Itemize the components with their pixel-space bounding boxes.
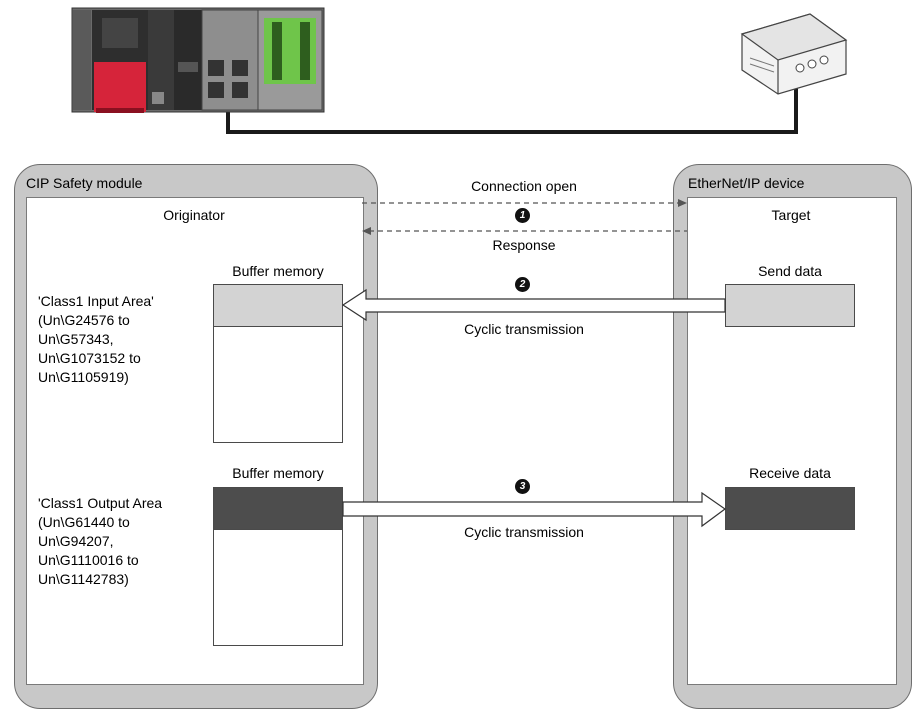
target-area — [687, 197, 897, 685]
class1-output-area-text: 'Class1 Output Area (Un\G61440 to Un\G94… — [38, 495, 163, 587]
input-buffer-memory-label: Buffer memory — [232, 263, 324, 279]
ethernet-ip-device-icon — [740, 13, 848, 95]
cyclic-input-arrow — [341, 288, 726, 322]
cyclic-output-arrow — [342, 491, 727, 528]
receive-data-box — [725, 487, 855, 530]
connection-open-label: Connection open — [471, 178, 577, 194]
output-buffer-memory-label: Buffer memory — [232, 465, 324, 481]
send-data-box — [725, 284, 855, 327]
originator-label: Originator — [163, 207, 225, 223]
step-1-number: 1 — [519, 210, 526, 221]
cyclic-transmission-output-label: Cyclic transmission — [464, 524, 584, 540]
step-3-marker: 3 — [515, 479, 530, 494]
class1-input-area-text: 'Class1 Input Area' (Un\G24576 to Un\G57… — [38, 293, 154, 385]
step-1-marker: 1 — [515, 208, 530, 223]
ethernet-ip-device-title: EtherNet/IP device — [688, 175, 805, 191]
ethernet-cable — [226, 82, 798, 134]
send-data-label: Send data — [758, 263, 822, 279]
cip-safety-module-title: CIP Safety module — [26, 175, 143, 191]
step-2-marker: 2 — [515, 277, 530, 292]
target-label: Target — [771, 207, 811, 223]
step-2-number: 2 — [519, 279, 526, 290]
cyclic-transmission-input-label: Cyclic transmission — [464, 321, 584, 337]
class1-input-area-block — [213, 284, 343, 327]
response-label: Response — [492, 237, 556, 253]
class1-output-area-block — [213, 487, 343, 530]
step-3-number: 3 — [519, 481, 526, 492]
receive-data-label: Receive data — [749, 465, 831, 481]
plc-rack-icon — [71, 7, 325, 113]
